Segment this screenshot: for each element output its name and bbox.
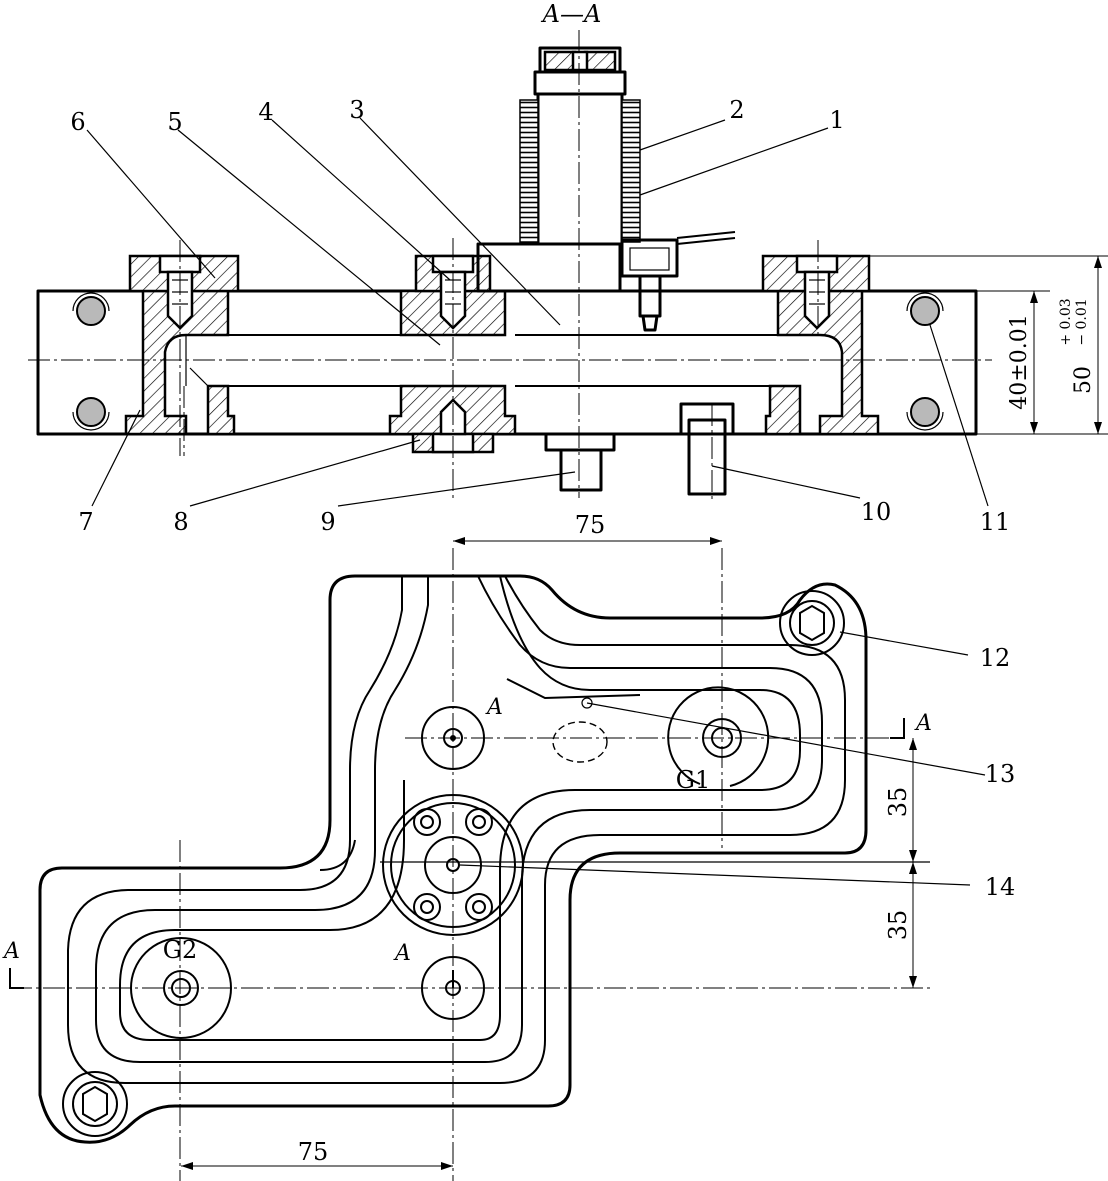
o-ring-seals: [72, 292, 944, 431]
right-inner-block: [764, 384, 802, 436]
part-number-14: 14: [985, 873, 1016, 901]
height-dimensions: 40±0.01 50 + 0.03 − 0.01: [869, 255, 1108, 435]
label-a-lower: A: [393, 941, 411, 966]
part-number-10: 10: [861, 498, 892, 526]
mounting-bolt-bottom: [62, 1071, 128, 1137]
channel-grooves: [67, 575, 846, 1084]
part-number-3: 3: [349, 96, 364, 124]
actuator-cylinder: [476, 46, 736, 332]
part-number-6: 6: [70, 108, 85, 136]
part-number-7: 7: [78, 508, 93, 536]
part-number-12: 12: [980, 644, 1011, 672]
dim-50-upper: + 0.03: [1058, 298, 1074, 345]
label-a-upper: A: [485, 695, 503, 720]
section-label: A—A: [541, 0, 602, 28]
dim-40: 40±0.01: [1007, 314, 1032, 409]
bottom-pins: [544, 402, 735, 496]
leaders-top: 6 5 4 3 2 1: [70, 96, 845, 346]
part-number-9: 9: [320, 508, 335, 536]
right-wall-part: [776, 289, 880, 436]
part-number-1: 1: [829, 106, 844, 134]
mounting-bolt-top: 12: [779, 590, 1011, 672]
dim-bottom-75: 75: [298, 1138, 329, 1166]
part-number-4: 4: [258, 98, 273, 126]
leaders-bottom: 7 8 9 10 11: [78, 324, 1011, 536]
center-flange: 14: [382, 794, 1016, 936]
port-g1: G1: [667, 686, 770, 794]
label-a-right: A: [914, 711, 932, 736]
part-number-5: 5: [167, 108, 182, 136]
dim-vertical-35-upper: 35: [884, 787, 912, 818]
label-g1: G1: [676, 766, 710, 794]
hole-upper-a: A: [421, 695, 503, 770]
clamp-right: [761, 254, 871, 330]
section-view: A—A: [28, 0, 1108, 536]
dim-50-lower: − 0.01: [1074, 298, 1090, 345]
hole-lower-a: A: [393, 941, 485, 1020]
part-number-11: 11: [980, 508, 1011, 536]
section-marker-right: A: [890, 711, 932, 739]
left-wall-part: [124, 289, 230, 436]
left-inner-block: [206, 384, 236, 436]
dim-top-75: 75: [575, 511, 606, 539]
label-a-left: A: [2, 939, 20, 964]
part-number-13: 13: [985, 760, 1016, 788]
hidden-pocket: 13: [506, 678, 1016, 788]
part-number-8: 8: [173, 508, 188, 536]
dim-50-base: 50: [1071, 366, 1096, 394]
vertical-dimensions: 35 35: [884, 738, 917, 988]
top-dimension: 75: [453, 511, 722, 545]
part-number-2: 2: [729, 96, 744, 124]
bottom-dimension: 75: [181, 1138, 453, 1170]
plan-outline: [38, 574, 868, 1144]
plan-view: 75 G1 A: [2, 511, 1015, 1181]
label-g2: G2: [163, 936, 197, 964]
dim-vertical-35-lower: 35: [884, 910, 912, 941]
port-g2: G2: [130, 936, 232, 1039]
section-marker-left: A: [2, 939, 24, 989]
